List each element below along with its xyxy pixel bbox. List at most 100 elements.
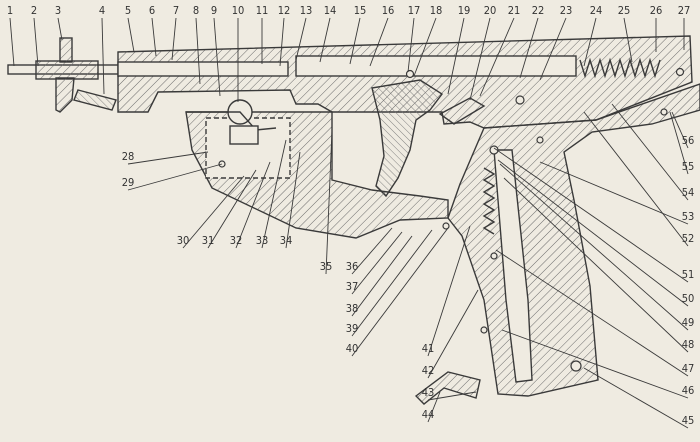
- part-label-56: 56: [682, 134, 695, 147]
- leader-line-7: [171, 17, 177, 61]
- part-label-17: 17: [408, 4, 421, 17]
- leader-line-50: [497, 159, 689, 307]
- leader-line-14: [319, 17, 331, 63]
- part-label-45: 45: [682, 414, 695, 427]
- part-label-9: 9: [211, 4, 217, 17]
- leader-line-30: [182, 175, 245, 249]
- part-label-3: 3: [55, 4, 61, 17]
- part-label-11: 11: [256, 4, 269, 17]
- leader-line-6: [151, 17, 157, 57]
- leader-line-48: [503, 177, 689, 353]
- leader-line-44: [427, 391, 441, 423]
- part-label-46: 46: [682, 384, 695, 397]
- part-label-31: 31: [202, 234, 215, 247]
- front-clamp: [55, 77, 75, 113]
- leader-line-56: [671, 111, 689, 149]
- pin: [536, 136, 544, 144]
- leader-line-29: [127, 163, 223, 191]
- part-label-2: 2: [31, 4, 37, 17]
- leader-line-18: [413, 17, 437, 77]
- leader-line-17: [407, 17, 415, 73]
- pin: [405, 69, 415, 79]
- part-label-37: 37: [346, 280, 359, 293]
- leader-line-16: [369, 17, 389, 67]
- leader-line-20: [469, 17, 491, 101]
- part-label-28: 28: [122, 150, 135, 163]
- leader-line-45: [583, 367, 689, 429]
- leader-line-54: [611, 103, 689, 201]
- leader-line-3: [57, 17, 63, 41]
- part-label-8: 8: [193, 4, 199, 17]
- part-label-35: 35: [320, 260, 333, 273]
- part-label-19: 19: [458, 4, 471, 17]
- part-label-24: 24: [590, 4, 603, 17]
- part-label-42: 42: [422, 364, 435, 377]
- leader-line-32: [235, 161, 271, 249]
- leader-line-8: [195, 17, 201, 85]
- part-label-7: 7: [173, 4, 179, 17]
- hammer-spring: [482, 167, 496, 235]
- part-label-50: 50: [682, 292, 695, 305]
- part-label-5: 5: [125, 4, 131, 17]
- pin: [490, 252, 498, 260]
- pin: [489, 145, 499, 155]
- leader-line-47: [495, 249, 689, 377]
- leader-line-13: [295, 17, 307, 61]
- trigger: [414, 371, 481, 405]
- leader-line-49: [499, 163, 689, 331]
- part-label-16: 16: [382, 4, 395, 17]
- part-label-32: 32: [230, 234, 243, 247]
- muzzle-block: [35, 60, 99, 80]
- leader-line-55: [669, 111, 689, 175]
- pin: [675, 67, 685, 77]
- leader-line-23: [539, 17, 567, 81]
- sear-link: [186, 111, 277, 131]
- leader-line-12: [279, 17, 285, 67]
- leader-line-35: [325, 129, 333, 275]
- part-label-38: 38: [346, 302, 359, 315]
- part-label-21: 21: [508, 4, 521, 17]
- part-label-4: 4: [99, 4, 105, 17]
- part-label-36: 36: [346, 260, 359, 273]
- part-label-15: 15: [354, 4, 367, 17]
- pin: [515, 95, 525, 105]
- part-label-53: 53: [682, 210, 695, 223]
- leader-line-9: [213, 17, 221, 97]
- leader-line-24: [583, 17, 597, 67]
- leader-line-4: [101, 17, 105, 95]
- pin: [570, 360, 582, 372]
- leader-line-5: [127, 17, 135, 53]
- part-label-22: 22: [532, 4, 545, 17]
- part-label-26: 26: [650, 4, 663, 17]
- leader-line-28: [127, 151, 209, 165]
- leader-line-53: [539, 161, 689, 225]
- part-label-14: 14: [324, 4, 337, 17]
- leader-line-40: [351, 227, 449, 357]
- leader-lines: [9, 17, 689, 429]
- leader-line-46: [501, 329, 689, 399]
- leader-line-39: [351, 229, 433, 337]
- leader-line-1: [9, 17, 15, 67]
- part-label-34: 34: [280, 234, 293, 247]
- leader-line-21: [479, 17, 515, 97]
- part-label-18: 18: [430, 4, 443, 17]
- leader-line-22: [519, 17, 539, 79]
- part-label-43: 43: [422, 386, 435, 399]
- mainspring: [579, 57, 661, 79]
- sear-block: [229, 125, 259, 145]
- leader-line-42: [427, 289, 479, 379]
- leader-line-41: [427, 225, 471, 357]
- leader-line-34: [285, 151, 301, 249]
- front-spring-plate: [73, 89, 117, 111]
- part-label-39: 39: [346, 322, 359, 335]
- pin: [442, 222, 450, 230]
- front-sight-post: [59, 37, 73, 63]
- part-label-47: 47: [682, 362, 695, 375]
- leader-line-2: [33, 17, 39, 67]
- leader-line-25: [623, 17, 633, 63]
- leader-line-33: [261, 139, 287, 249]
- part-label-12: 12: [278, 4, 291, 17]
- part-label-54: 54: [682, 186, 695, 199]
- part-label-6: 6: [149, 4, 155, 17]
